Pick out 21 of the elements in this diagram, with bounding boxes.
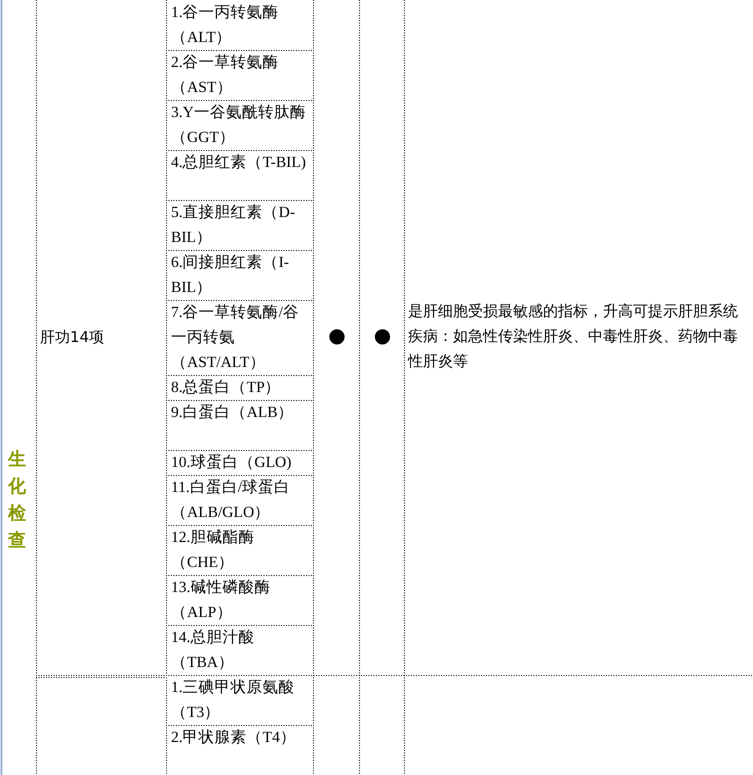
test-item-name: 2.谷一草转氨酶（AST）	[170, 53, 280, 98]
test-item-name: 5.直接胆红素（D-BIL）	[170, 203, 296, 248]
test-item-name: 3.Y一谷氨酰转肽酶（GGT）	[170, 103, 307, 148]
test-item-name: 14.总胆汁酸（TBA）	[170, 628, 256, 673]
test-group-name: 肝功14项	[40, 327, 106, 348]
test-item-name: 13.碱性磷酸酶（ALP）	[170, 578, 272, 623]
description-text: 是肝细胞受损最敏感的指标，升高可提示肝胆系统疾病：如急性传染性肝炎、中毒性肝炎、药物中毒性肝炎等	[408, 301, 739, 372]
bullet-mark: ●	[372, 323, 392, 348]
test-item-name: 6.间接胆红素（I-BIL）	[170, 253, 290, 298]
test-item-name: 1.谷一丙转氨酶（ALT）	[170, 3, 280, 48]
test-item-name: 1.三碘甲状原氨酸（T3）	[170, 678, 296, 723]
test-item-name: 2.甲状腺素（T4）	[170, 728, 297, 748]
test-item-name: 12.胆碱酯酶（CHE）	[170, 528, 256, 573]
test-item-name: 4.总胆红素（T-BIL)	[170, 153, 307, 173]
test-item-name: 11.白蛋白/球蛋白（ALB/GLO）	[170, 478, 292, 523]
test-item-name: 9.白蛋白（ALB）	[170, 403, 295, 423]
section-heading: 生化检查	[8, 448, 26, 553]
test-item-name: 10.球蛋白（GLO)	[170, 453, 292, 473]
test-item-name: 8.总蛋白（TP）	[170, 378, 282, 398]
test-item-name: 7.谷一草转氨酶/谷一丙转氨（AST/ALT）	[170, 303, 300, 373]
bullet-mark: ●	[327, 323, 347, 348]
